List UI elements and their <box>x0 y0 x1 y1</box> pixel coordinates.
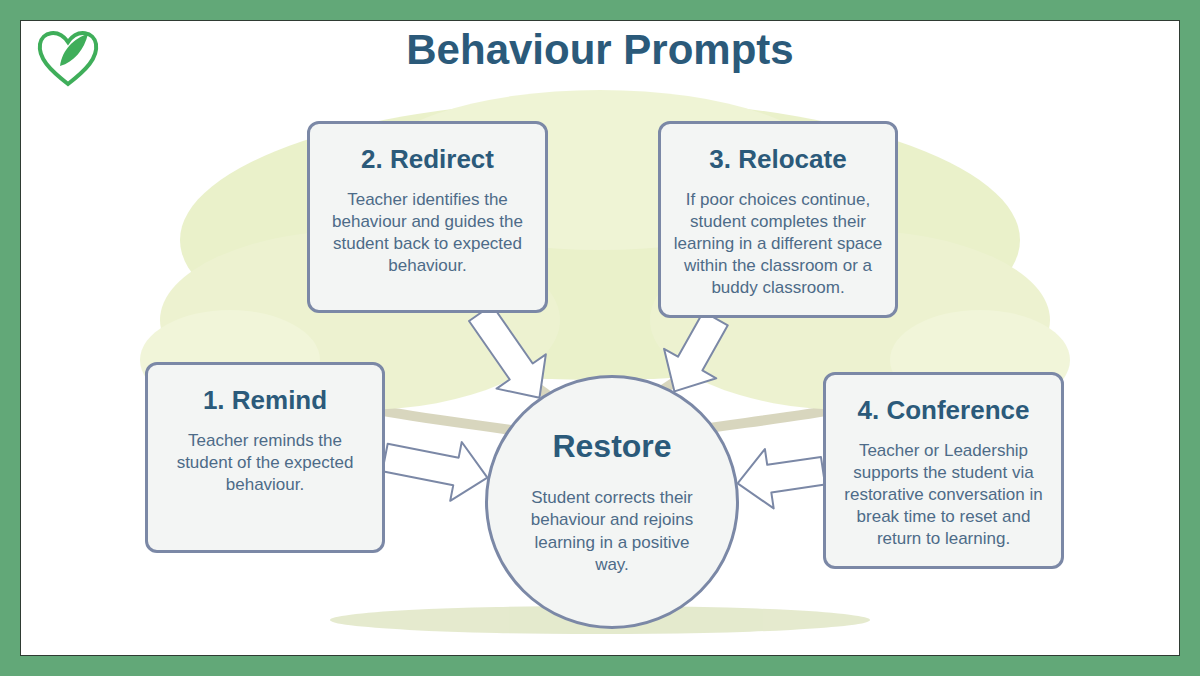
restore-circle: RestoreStudent corrects their behaviour … <box>485 375 739 629</box>
school-logo <box>40 33 96 84</box>
step-description: Teacher or Leadership supports the stude… <box>838 440 1049 550</box>
step-box: 1. RemindTeacher reminds the student of … <box>145 362 385 553</box>
block-arrow <box>469 305 546 398</box>
step-heading: 3. Relocate <box>673 144 883 175</box>
step-description: Teacher reminds the student of the expec… <box>160 430 370 496</box>
step-box: 2. RedirectTeacher identifies the behavi… <box>307 121 548 313</box>
step-heading: 2. Redirect <box>322 144 533 175</box>
step-box: 4. ConferenceTeacher or Leadership suppo… <box>823 372 1064 569</box>
step-description: Student corrects their behaviour and rej… <box>522 487 702 575</box>
diagram-title: Behaviour Prompts <box>300 26 900 74</box>
step-heading: 4. Conference <box>838 395 1049 426</box>
block-arrow <box>664 312 728 392</box>
block-arrow <box>382 442 487 501</box>
step-box: 3. Relocate If poor choices continue, stu… <box>658 121 898 318</box>
step-description: If poor choices continue, student comple… <box>673 189 883 299</box>
step-heading: Restore <box>552 428 671 465</box>
block-arrow <box>738 449 825 508</box>
step-heading: 1. Remind <box>160 385 370 416</box>
step-description: Teacher identifies the behaviour and gui… <box>322 189 533 277</box>
